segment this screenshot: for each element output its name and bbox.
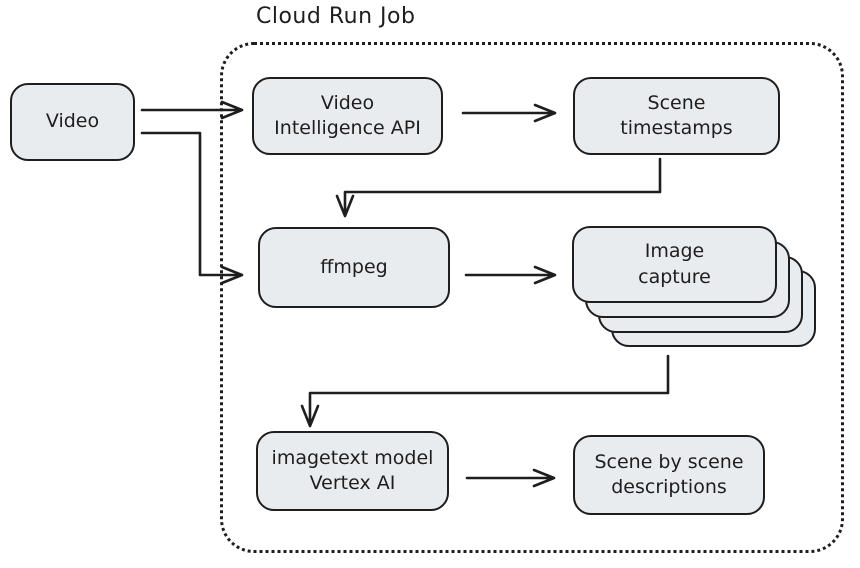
cloud-run-job-label: Cloud Run Job	[256, 4, 416, 29]
cloud-run-job-container	[220, 42, 844, 553]
node-imagetext-model-vertex-ai-label: imagetext model Vertex AI	[271, 446, 434, 494]
node-ffmpeg-label: ffmpeg	[320, 255, 388, 278]
node-video-label: Video	[45, 110, 100, 133]
node-scene-timestamps-label: Scene timestamps	[620, 91, 733, 139]
node-video-intelligence-api-label: Video Intelligence API	[274, 91, 421, 139]
node-scene-by-scene-descriptions: Scene by scene descriptions	[573, 435, 765, 515]
node-scene-by-scene-descriptions-label: Scene by scene descriptions	[594, 450, 744, 498]
node-video: Video	[10, 83, 135, 161]
node-image-capture: Image capture	[572, 226, 777, 303]
node-imagetext-model-vertex-ai: imagetext model Vertex AI	[256, 431, 449, 511]
node-ffmpeg: ffmpeg	[258, 227, 450, 308]
node-scene-timestamps: Scene timestamps	[573, 77, 780, 155]
node-image-capture-label: Image capture	[638, 240, 711, 288]
node-video-intelligence-api: Video Intelligence API	[252, 77, 443, 155]
